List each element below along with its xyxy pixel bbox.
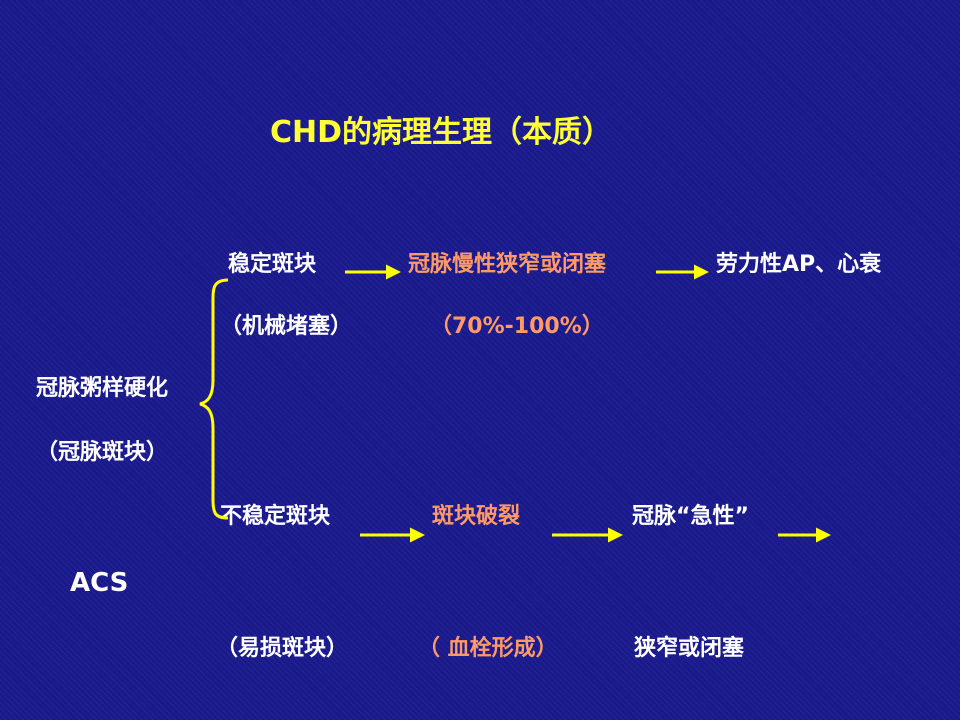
vulnerable-plaque-label: （易损斑块） [216, 636, 349, 661]
thrombus-formation-label: （ 血栓形成） [418, 636, 558, 661]
root-label: 冠脉粥样硬化 [36, 376, 169, 401]
acute-coronary-label: 冠脉“急性” [632, 504, 749, 529]
stenosis-occlusion-label: 狭窄或闭塞 [634, 636, 745, 661]
stable-plaque-label: 稳定斑块 [228, 252, 317, 277]
stable-plaque-sub-label: （机械堵塞） [220, 314, 353, 339]
stenosis-percent-label: （70%-100%） [430, 314, 604, 339]
root-sub-label: （冠脉斑块） [36, 440, 169, 465]
acs-label: ACS [70, 568, 129, 598]
chronic-stenosis-label: 冠脉慢性狭窄或闭塞 [408, 252, 607, 277]
slide-title: CHD的病理生理（本质） [270, 115, 613, 150]
plaque-rupture-label: 斑块破裂 [432, 504, 521, 529]
unstable-plaque-label: 不稳定斑块 [220, 504, 331, 529]
exertional-ap-label: 劳力性AP、心衰 [716, 252, 882, 277]
